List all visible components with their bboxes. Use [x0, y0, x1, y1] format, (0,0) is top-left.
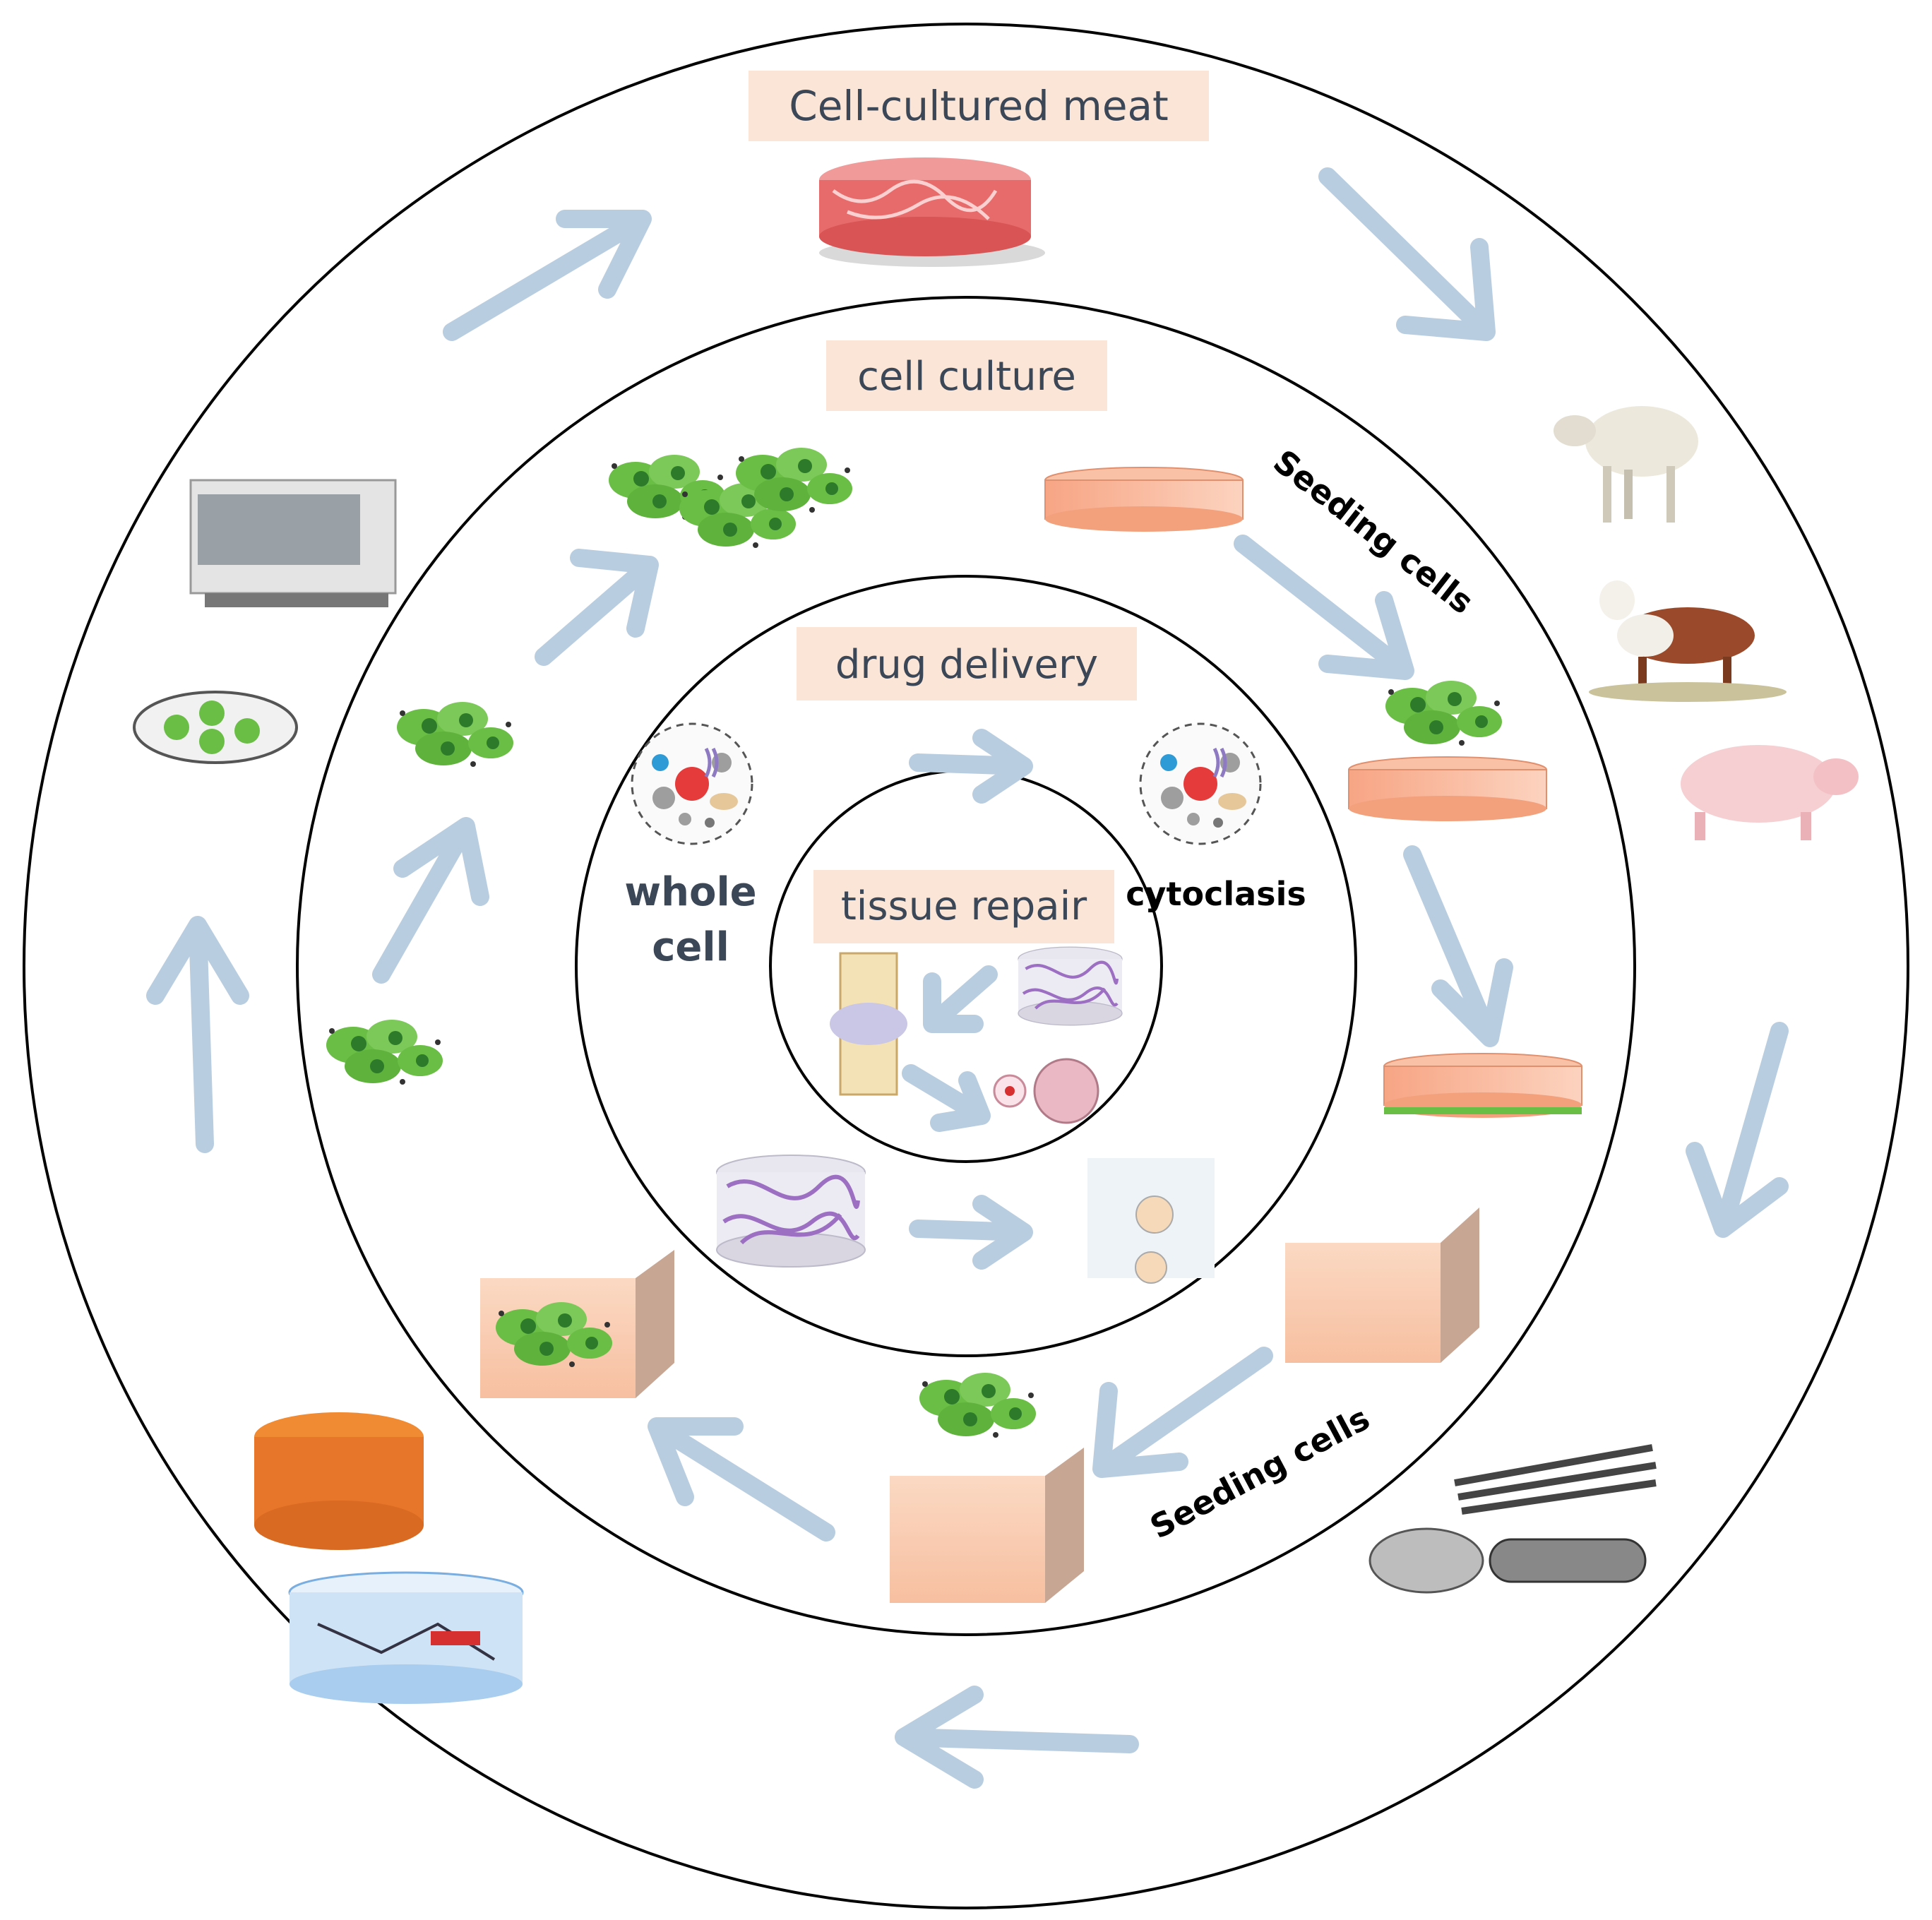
- outer-ring: [23, 23, 1909, 1909]
- cell-culture-title: cell culture: [857, 354, 1076, 400]
- culture-disc-icon: [1383, 1053, 1582, 1119]
- arrow-drug-top: [909, 729, 1033, 804]
- cytoclasis-label: cytoclasis: [1126, 875, 1306, 913]
- pig-icon: [1681, 745, 1859, 840]
- hydrogel-icon: [1018, 947, 1122, 1025]
- arrow-culture-4: [648, 1417, 835, 1542]
- arrow-culture-2: [1403, 845, 1513, 1047]
- arrow-culture-6: [535, 549, 659, 666]
- cell-culture-ring: [296, 296, 1636, 1636]
- title-cell-cultured-meat: Cell-cultured meat: [749, 71, 1209, 141]
- whole-label-line2: cell: [652, 924, 729, 970]
- arrow-outer-1: [443, 210, 652, 341]
- arrow-culture-3: [1092, 1347, 1273, 1478]
- cell-cluster-icon: [1385, 681, 1502, 746]
- cell-cluster-icon: [397, 702, 513, 767]
- cell-aggregate-icon: [993, 1058, 1099, 1124]
- culture-arrows: [372, 535, 1513, 1542]
- whole-label-line1: whole: [624, 869, 756, 915]
- arrow-outer-2: [1318, 167, 1496, 341]
- drug-delivery-ring: [575, 575, 1357, 1357]
- hydrogel-network-icon: [288, 1571, 524, 1704]
- drug-arrows: [902, 729, 1033, 1270]
- scaffold-cube-icon: [1285, 1208, 1479, 1363]
- cell-cluster-icon: [919, 1373, 1036, 1438]
- organelle-cell-icon: [632, 724, 752, 844]
- knee-joint-icon: [830, 952, 907, 1096]
- arrow-outer-3: [1686, 1022, 1789, 1238]
- scaffold-cube-icon: [480, 1250, 674, 1398]
- sheep-icon: [1554, 406, 1698, 523]
- muscle-fiber-icon: [1368, 1444, 1657, 1594]
- arrow-outer-4: [895, 1686, 1139, 1789]
- arrow-culture-5: [372, 817, 489, 984]
- drug-delivery-title: drug delivery: [835, 642, 1098, 688]
- cell-cluster-icon: [326, 1020, 443, 1085]
- cell-cultured-meat-title: Cell-cultured meat: [789, 82, 1169, 130]
- cow-icon: [1589, 580, 1787, 702]
- cell-dish-icon: [133, 691, 298, 764]
- culture-disc-icon: [1348, 756, 1547, 822]
- culture-disc-icon: [1044, 467, 1244, 532]
- hydrogel-icon: [717, 1155, 865, 1267]
- porous-scaffold-icon: [254, 1412, 424, 1550]
- title-tissue-repair: tissue repair: [813, 870, 1114, 943]
- arrow-culture-1: [1234, 535, 1414, 680]
- vesicle-release-icon: [1087, 1158, 1215, 1284]
- arrow-drug-bottom: [909, 1195, 1033, 1270]
- meat-disc-icon: [819, 157, 1045, 267]
- arrow-tissue-1: [923, 965, 998, 1033]
- title-drug-delivery: drug delivery: [797, 627, 1137, 700]
- organelle-cell-icon: [1140, 724, 1260, 844]
- scaffold-cube-icon: [890, 1448, 1084, 1603]
- shaker-incubator-icon: [189, 479, 397, 607]
- title-cell-culture: cell culture: [826, 340, 1107, 411]
- tissue-repair-title: tissue repair: [841, 883, 1087, 929]
- arrow-outer-5: [146, 916, 249, 1153]
- arrow-tissue-2: [902, 1064, 991, 1132]
- outer-arrows: [146, 167, 1789, 1789]
